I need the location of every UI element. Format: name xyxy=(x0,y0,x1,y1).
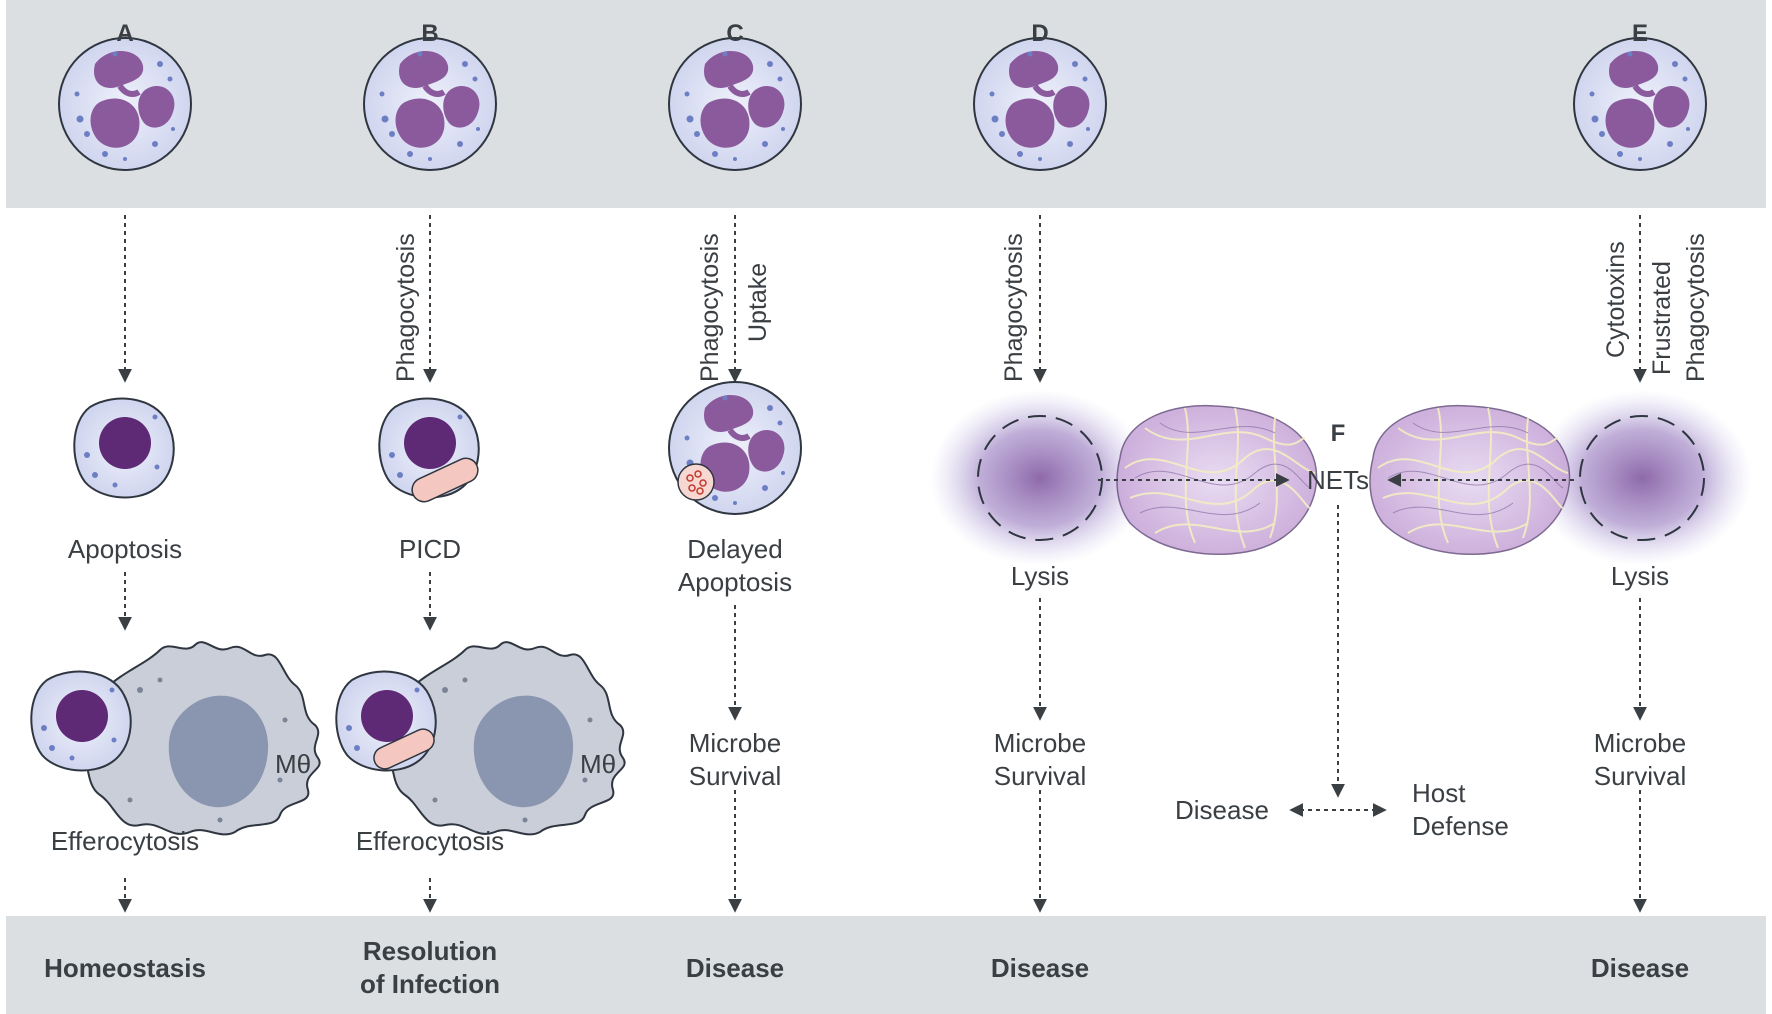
bottom-band xyxy=(6,916,1766,1014)
trigger2-label-c: Uptake xyxy=(744,262,772,342)
state-label-b: PICD xyxy=(398,534,462,564)
phagosome-b2 xyxy=(373,728,435,770)
state-label-c-line1: Delayed xyxy=(687,534,783,564)
state-label-c-line2: Apoptosis xyxy=(677,567,793,597)
net-outcome-host-line1: Host xyxy=(1412,778,1466,808)
nets-label: NETs xyxy=(1306,465,1370,495)
result-c-line2: Survival xyxy=(688,761,782,791)
neutrophil-a xyxy=(59,38,191,170)
engulfed-cell-a xyxy=(30,670,132,772)
trigger2-label-e-line2: Phagocytosis xyxy=(1682,233,1710,382)
result-d-line1: Microbe xyxy=(993,728,1087,758)
state-label-e: Lysis xyxy=(1610,561,1670,591)
trigger-label-d: Phagocytosis xyxy=(1000,233,1028,382)
outcome-c: Disease xyxy=(685,953,785,983)
panel-letter-c: C xyxy=(726,20,744,47)
state-label-d: Lysis xyxy=(1010,561,1070,591)
macrophage-label-a: Mθ xyxy=(275,749,312,779)
result-d-line2: Survival xyxy=(993,761,1087,791)
trigger1-label-e: Cytotoxins xyxy=(1602,241,1630,358)
neutrophil-b xyxy=(364,38,496,170)
apoptotic-cell-a xyxy=(73,397,175,499)
outcome-b-line2: of Infection xyxy=(359,969,501,999)
outcome-b-line1: Resolution xyxy=(362,936,498,966)
efferocytosis-label-b: Efferocytosis xyxy=(355,826,505,856)
panel-letter-f: F xyxy=(1330,420,1346,447)
outcome-a: Homeostasis xyxy=(44,953,206,983)
result-c-line1: Microbe xyxy=(688,728,782,758)
result-e-line1: Microbe xyxy=(1593,728,1687,758)
net-outcome-disease: Disease xyxy=(1175,795,1269,825)
microbe-vacuole-c xyxy=(677,463,715,501)
efferocytosis-label-a: Efferocytosis xyxy=(50,826,200,856)
top-band xyxy=(6,0,1766,208)
neutrophil-d xyxy=(974,38,1106,170)
outcome-d: Disease xyxy=(990,953,1090,983)
phagosome-b xyxy=(411,457,479,503)
neutrophil-c xyxy=(669,38,801,170)
trigger2-label-e-line1: Frustrated xyxy=(1648,261,1676,375)
net-outcome-host-line2: Defense xyxy=(1412,811,1509,841)
result-e-line2: Survival xyxy=(1593,761,1687,791)
panel-letter-e: E xyxy=(1631,20,1648,47)
trigger1-label-c: Phagocytosis xyxy=(696,233,724,382)
panel-letter-d: D xyxy=(1031,20,1049,47)
panel-letter-b: B xyxy=(421,20,439,47)
panel-letter-a: A xyxy=(116,20,134,47)
lysing-cell-d xyxy=(930,390,1150,566)
neutrophil-e xyxy=(1574,38,1706,170)
macrophage-label-b: Mθ xyxy=(580,749,617,779)
outcome-e: Disease xyxy=(1590,953,1690,983)
lysing-cell-e xyxy=(1532,390,1752,566)
trigger-label-b: Phagocytosis xyxy=(392,233,420,382)
state-label-a: Apoptosis xyxy=(67,534,183,564)
